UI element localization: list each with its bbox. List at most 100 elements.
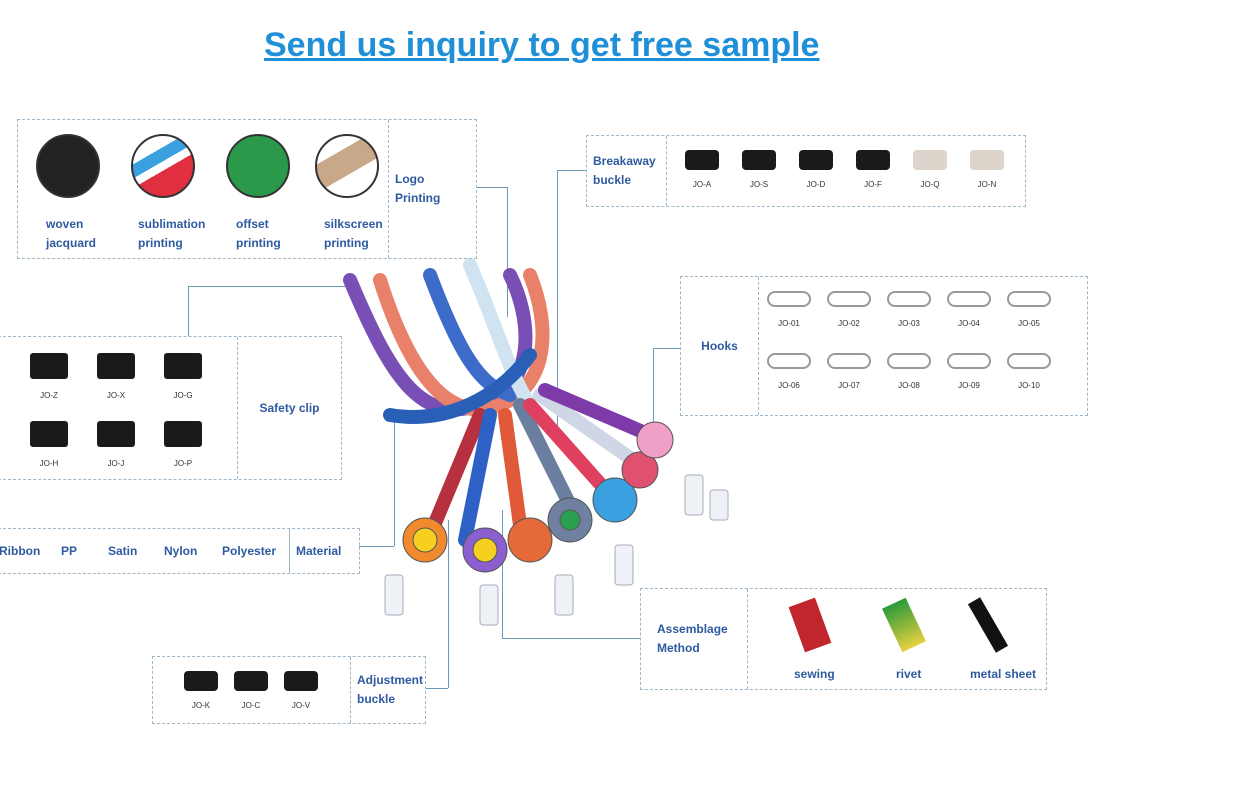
adjustment-icon	[234, 671, 268, 691]
hooks-icon	[767, 353, 811, 369]
breakaway-item: JO-Q	[900, 150, 960, 189]
item-code: JO-F	[864, 180, 882, 189]
woven-jacquard-image	[36, 134, 100, 198]
safety_clip-item: JO-X	[86, 353, 146, 400]
safety_clip-item: JO-P	[153, 421, 213, 468]
breakaway-icon	[856, 150, 890, 170]
safety_clip-item: JO-H	[19, 421, 79, 468]
silkscreen-printing-image	[315, 134, 379, 198]
hooks-icon	[1007, 353, 1051, 369]
breakaway-icon	[742, 150, 776, 170]
adjustment-buckle-label: Adjustment buckle	[350, 657, 425, 723]
safety_clip-item: JO-Z	[19, 353, 79, 400]
sublimation-printing-label: sublimation printing	[138, 217, 206, 250]
item-code: JO-X	[106, 391, 126, 400]
breakaway-icon	[799, 150, 833, 170]
hooks-item: JO-04	[939, 291, 999, 328]
hooks-item: JO-03	[879, 291, 939, 328]
breakaway-item: JO-N	[957, 150, 1017, 189]
item-code: JO-03	[898, 319, 920, 328]
breakaway-item: JO-F	[843, 150, 903, 189]
assemblage-method-panel: Assemblage Method sewing rivet metal she…	[640, 588, 1047, 690]
hooks-item: JO-06	[759, 353, 819, 390]
item-code: JO-K	[191, 701, 211, 710]
hooks-item: JO-08	[879, 353, 939, 390]
safety-clip-icon	[97, 353, 135, 379]
hooks-icon	[827, 353, 871, 369]
item-code: JO-P	[173, 459, 193, 468]
breakaway-icon	[685, 150, 719, 170]
adjustment-icon	[284, 671, 318, 691]
adjustment-item: JO-V	[271, 671, 331, 710]
item-code: JO-06	[778, 381, 800, 390]
material-nylon: Nylon	[164, 544, 198, 558]
offset-printing-label: offset printing	[236, 217, 281, 250]
item-code: JO-V	[291, 701, 311, 710]
adjustment-item: JO-C	[221, 671, 281, 710]
sewing-image	[788, 597, 832, 653]
item-code: JO-Q	[920, 180, 940, 189]
safety-clip-icon	[30, 421, 68, 447]
logo-printing-panel: woven jacquard sublimation printing offs…	[17, 119, 477, 259]
assemblage-rivet: rivet	[896, 667, 922, 681]
material-label: Material	[289, 529, 359, 573]
item-code: JO-07	[838, 381, 860, 390]
hooks-item: JO-05	[999, 291, 1059, 328]
breakaway-item: JO-D	[786, 150, 846, 189]
item-code: JO-C	[241, 701, 261, 710]
hooks-icon	[1007, 291, 1051, 307]
breakaway-icon	[970, 150, 1004, 170]
material-polyester: Polyester	[222, 544, 277, 558]
rivet-image	[882, 597, 926, 653]
material-panel: Ribbon PP Satin Nylon Polyester Material	[0, 528, 360, 574]
item-code: JO-04	[958, 319, 980, 328]
item-code: JO-S	[749, 180, 769, 189]
item-code: JO-D	[806, 180, 826, 189]
safety-clip-icon	[97, 421, 135, 447]
lanyard-bundle-image	[343, 258, 729, 626]
hooks-item: JO-09	[939, 353, 999, 390]
hooks-icon	[887, 291, 931, 307]
item-code: JO-01	[778, 319, 800, 328]
sublimation-printing-image	[131, 134, 195, 198]
hooks-item: JO-01	[759, 291, 819, 328]
hooks-icon	[887, 353, 931, 369]
safety_clip-item: JO-G	[153, 353, 213, 400]
item-code: JO-09	[958, 381, 980, 390]
adjustment-icon	[184, 671, 218, 691]
item-code: JO-05	[1018, 319, 1040, 328]
item-code: JO-N	[977, 180, 997, 189]
adjustment-buckle-panel: Adjustment buckle JO-K JO-C JO-V	[152, 656, 426, 724]
free-sample-inquiry-link[interactable]: Send us inquiry to get free sample	[264, 26, 820, 64]
material-satin: Satin	[108, 544, 138, 558]
breakaway-icon	[913, 150, 947, 170]
safety-clip-icon	[164, 421, 202, 447]
hooks-icon	[947, 291, 991, 307]
safety_clip-item: JO-J	[86, 421, 146, 468]
breakaway-buckle-label: Breakaway buckle	[587, 136, 667, 206]
woven-jacquard-label: woven jacquard	[46, 217, 97, 250]
assemblage-method-label: Assemblage Method	[641, 589, 748, 689]
item-code: JO-A	[692, 180, 712, 189]
metal-sheet-image	[967, 597, 1009, 653]
item-code: JO-G	[173, 391, 193, 400]
hooks-item: JO-07	[819, 353, 879, 390]
safety-clip-panel: Safety clip JO-Z JO-X JO-G JO-H JO-J JO-P	[0, 336, 342, 480]
silkscreen-printing-label: silkscreen printing	[324, 217, 383, 250]
material-pp: PP	[61, 544, 78, 558]
assemblage-metal-sheet: metal sheet	[970, 667, 1037, 681]
safety-clip-icon	[30, 353, 68, 379]
breakaway-item: JO-S	[729, 150, 789, 189]
material-ribbon: Ribbon	[0, 544, 41, 558]
item-code: JO-Z	[40, 391, 58, 400]
item-code: JO-10	[1018, 381, 1040, 390]
adjustment-item: JO-K	[171, 671, 231, 710]
logo-printing-label: Logo Printing	[388, 120, 476, 258]
breakaway-item: JO-A	[672, 150, 732, 189]
item-code: JO-08	[898, 381, 920, 390]
hooks-label: Hooks	[681, 277, 759, 415]
safety-clip-label: Safety clip	[237, 337, 341, 479]
item-code: JO-H	[39, 459, 59, 468]
breakaway-buckle-panel: Breakaway buckle JO-A JO-S JO-D JO-F JO-Q JO-…	[586, 135, 1026, 207]
assemblage-sewing: sewing	[794, 667, 835, 681]
